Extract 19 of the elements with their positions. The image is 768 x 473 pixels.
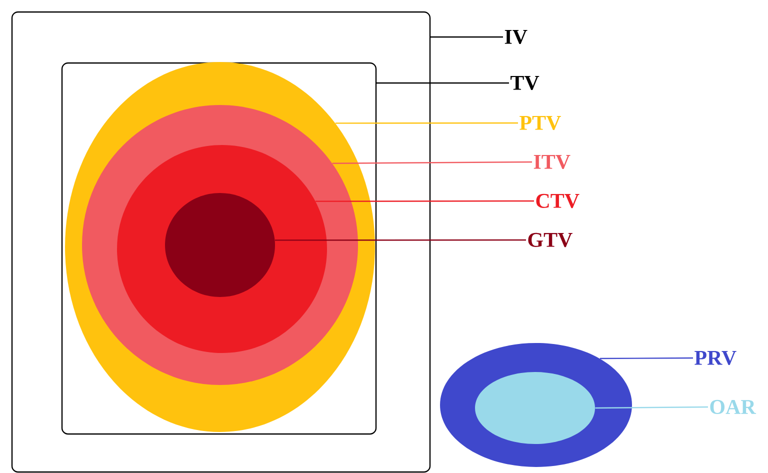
square-outline [11, 11, 431, 473]
volume-label: TV [510, 76, 540, 90]
leader-line [595, 406, 708, 409]
ellipse [475, 372, 595, 444]
leader-line [274, 239, 526, 241]
volume-label: CTV [536, 194, 580, 208]
leader-line [430, 36, 503, 38]
volume-label: OAR [710, 400, 756, 414]
volume-label: GTV [528, 232, 572, 248]
leader-line [600, 357, 693, 360]
leader-line [332, 161, 532, 164]
leader-line [376, 82, 509, 84]
volume-label: ITV [534, 154, 570, 170]
volume-label: PRV [694, 350, 736, 366]
ellipse [165, 193, 275, 297]
leader-line [335, 122, 518, 124]
volume-label: PTV [520, 116, 561, 130]
leader-line [316, 200, 534, 202]
volume-label: IV [504, 30, 528, 44]
